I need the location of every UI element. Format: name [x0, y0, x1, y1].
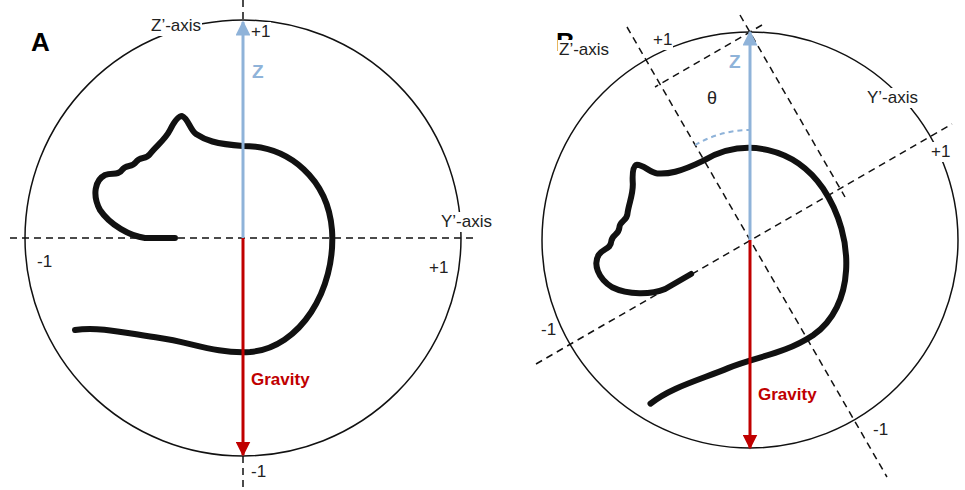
axis-value: +1	[250, 22, 271, 42]
vector-label: Z	[251, 62, 265, 82]
axis-name: Z’-axis	[558, 40, 610, 60]
panel-a	[10, 0, 476, 490]
angle-label: θ	[706, 88, 718, 108]
panel-letter: A	[30, 28, 51, 56]
axis-value: +1	[652, 30, 673, 50]
axis-name: Y’-axis	[866, 88, 919, 108]
vector-label: Gravity	[250, 370, 311, 390]
panel-b	[536, 15, 958, 477]
vector-label: Z	[728, 52, 742, 72]
axis-name: Y’-axis	[440, 212, 493, 232]
axis-value: -1	[872, 420, 889, 440]
vector-label: Gravity	[757, 385, 818, 405]
axis-value: +1	[428, 258, 449, 278]
axis-value: -1	[250, 462, 267, 482]
axis-value: -1	[540, 320, 557, 340]
axis-value: -1	[36, 252, 53, 272]
axis-name: Z’-axis	[150, 16, 202, 36]
axis-value: +1	[930, 142, 951, 162]
